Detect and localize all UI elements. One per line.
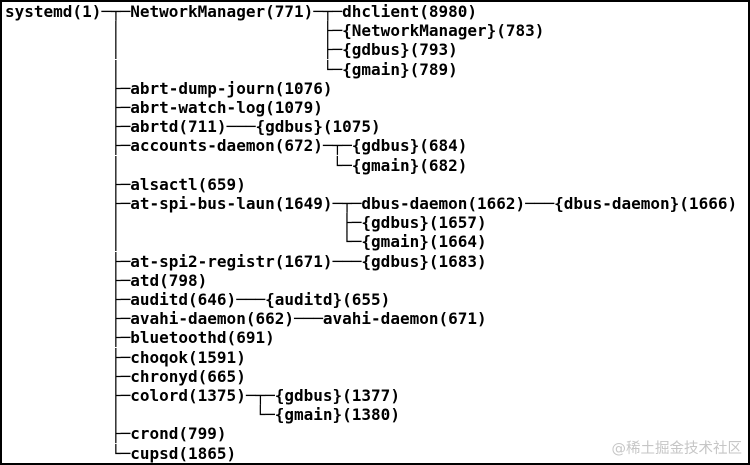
pstree-output: systemd(1)─┬─NetworkManager(771)─┬─dhcli… bbox=[5, 2, 738, 463]
